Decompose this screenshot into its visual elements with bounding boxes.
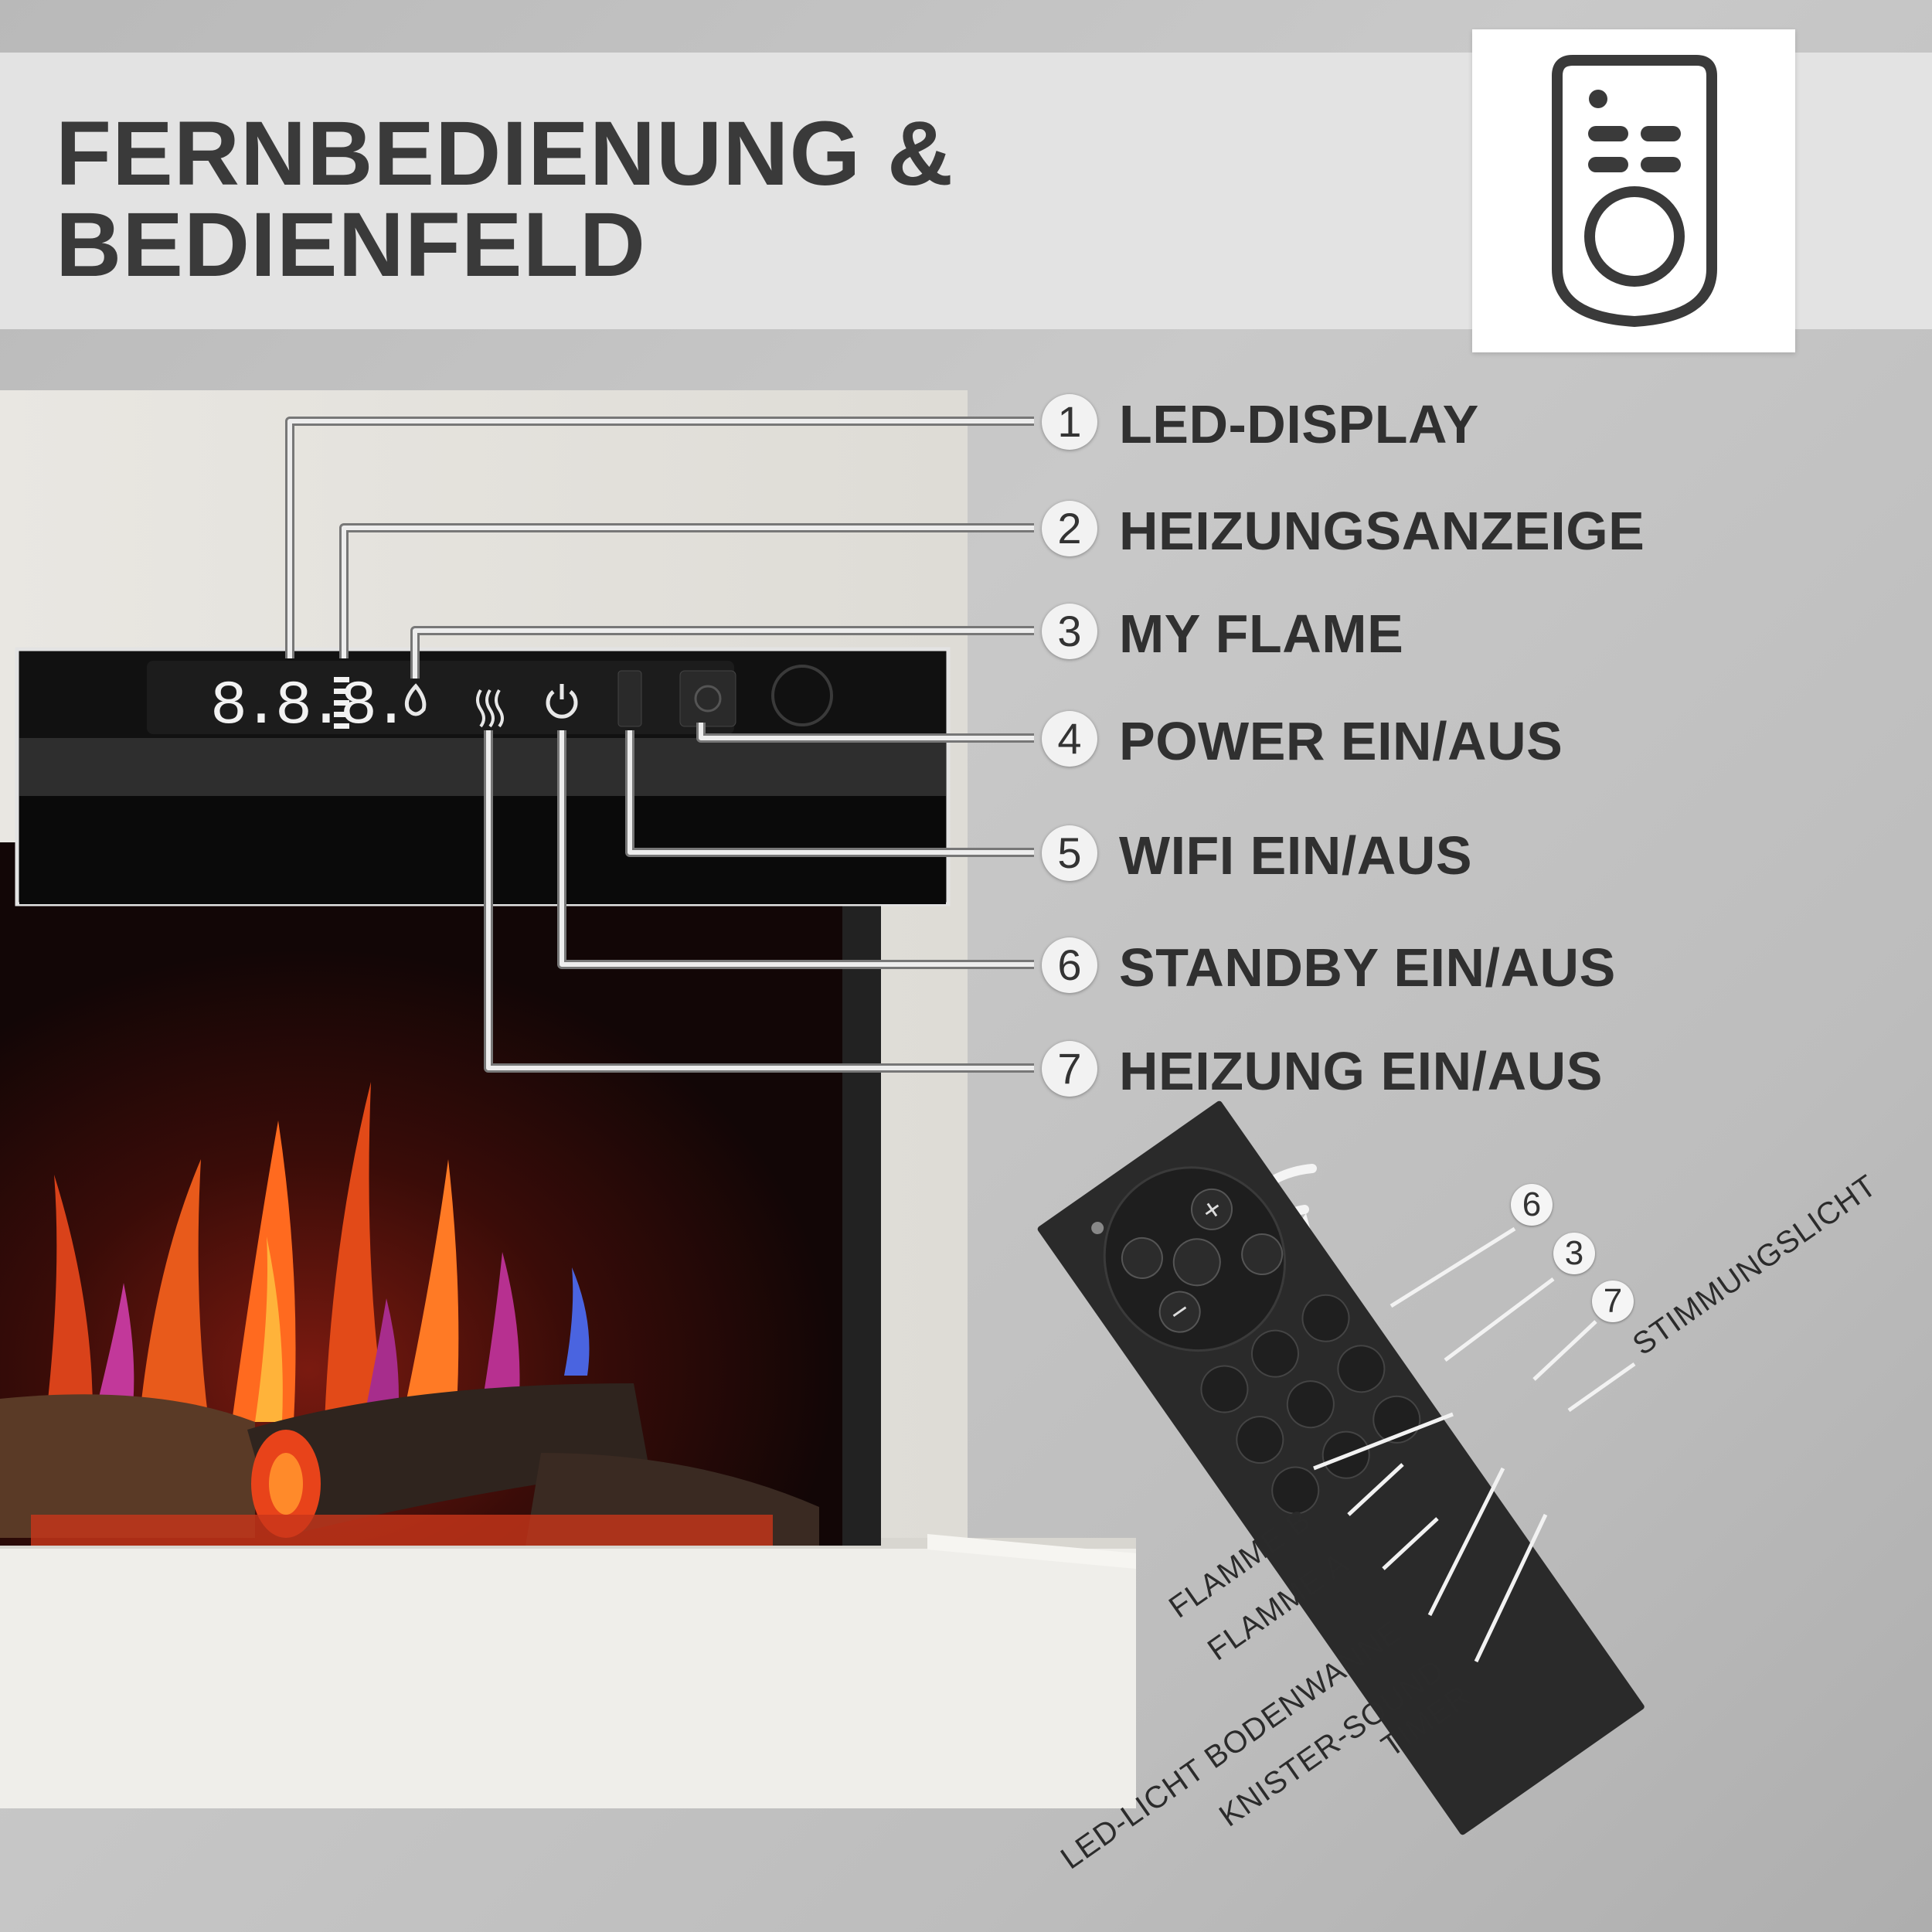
legend-number: 4 xyxy=(1042,711,1097,767)
remote-callout-3: 3 xyxy=(1553,1233,1595,1274)
legend-label: POWER EIN/AUS xyxy=(1119,711,1563,771)
my-flame-button xyxy=(1172,1238,1221,1287)
logs xyxy=(0,1383,819,1546)
legend-label: STANDBY EIN/AUS xyxy=(1119,937,1616,998)
remote-callout-6: 6 xyxy=(1511,1184,1553,1226)
legend-number: 2 xyxy=(1042,501,1097,556)
heater-icon xyxy=(476,689,504,728)
label-stimmungslicht: STIMMUNGSLICHT xyxy=(1627,1168,1883,1362)
legend-number: 7 xyxy=(1042,1041,1097,1097)
minus-button xyxy=(1158,1291,1201,1333)
legend-number: 6 xyxy=(1042,937,1097,993)
legend-label: HEIZUNG EIN/AUS xyxy=(1119,1041,1603,1101)
title-line-2: BEDIENFELD xyxy=(56,194,646,296)
leader-lines xyxy=(285,417,1034,1073)
page-title: FERNBEDIENUNG & BEDIENFELD xyxy=(56,108,954,291)
legend-number: 3 xyxy=(1042,604,1097,659)
standby-button xyxy=(1121,1236,1163,1279)
remote-leader-lines xyxy=(1313,1226,1636,1663)
led-display-digits: 8.8.8. xyxy=(210,672,405,742)
legend-label: HEIZUNGSANZEIGE xyxy=(1119,501,1645,561)
heater-button xyxy=(1241,1233,1284,1276)
remote-callout-7: 7 xyxy=(1592,1281,1634,1322)
remote-icon-box xyxy=(1472,29,1795,352)
remote-button-grid xyxy=(1200,1294,1421,1515)
title-line-1: FERNBEDIENUNG & xyxy=(56,103,954,205)
standby-icon xyxy=(546,684,578,719)
flames xyxy=(46,1082,590,1422)
wifi-switch xyxy=(617,670,642,727)
legend-label: WIFI EIN/AUS xyxy=(1119,825,1473,886)
plus-button xyxy=(1191,1188,1233,1230)
legend-number: 5 xyxy=(1042,825,1097,881)
fireplace-hearth xyxy=(0,1538,1136,1808)
legend-label: LED-DISPLAY xyxy=(1119,394,1479,454)
my-flame-icon xyxy=(404,683,427,716)
heating-indicator-bars xyxy=(334,677,349,729)
remote-control-icon xyxy=(1552,55,1717,327)
legend-number: 1 xyxy=(1042,394,1097,450)
legend-label: MY FLAME xyxy=(1119,604,1404,664)
power-switch xyxy=(679,670,736,727)
